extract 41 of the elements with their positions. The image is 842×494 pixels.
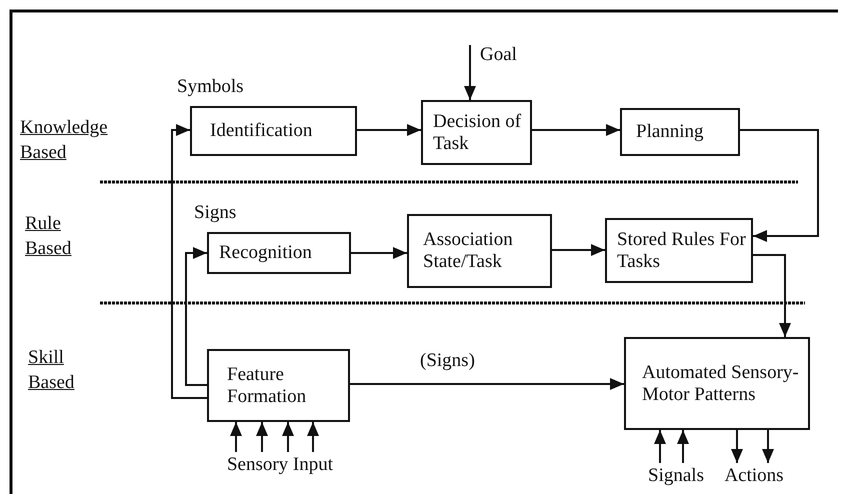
arrow (654, 430, 666, 463)
process-box (624, 337, 810, 430)
process-box (421, 100, 532, 165)
side-label: Symbols (177, 76, 244, 98)
level-label: Rule Based (25, 212, 72, 261)
level-label: Skill Based (28, 346, 76, 395)
arrow (307, 422, 319, 452)
arrow (256, 422, 268, 452)
process-box (605, 218, 753, 283)
box-text: Feature Formation (227, 364, 308, 408)
box-text: Association State/Task (423, 229, 514, 273)
box-text: Stored Rules For Tasks (617, 228, 747, 272)
process-box (207, 349, 350, 422)
arrow (230, 422, 242, 452)
arrow (762, 430, 774, 463)
arrow (351, 247, 407, 259)
process-box (620, 108, 740, 156)
arrow (677, 430, 689, 463)
box-text: Sensory Input (226, 454, 334, 476)
arrow (464, 45, 476, 100)
arrow (753, 254, 791, 337)
level-label: Knowledge Based (20, 116, 109, 165)
arrow (731, 430, 743, 463)
side-label: Signs (194, 202, 236, 224)
box-text: Planning (636, 121, 704, 143)
arrow (532, 124, 620, 136)
arrow (350, 378, 624, 390)
arrow (740, 129, 819, 242)
box-text: Identification (210, 120, 312, 142)
box-text: Recognition (219, 242, 312, 264)
box-text: Automated Sensory-Motor Patterns (642, 362, 800, 406)
arrow (357, 124, 421, 136)
arrow (171, 124, 207, 399)
box-text: Actions (724, 465, 784, 487)
arrow (185, 247, 207, 386)
arrow (282, 422, 294, 452)
box-text: Decision of Task (433, 110, 522, 154)
edge-label: (Signs) (418, 350, 477, 371)
arrow (552, 244, 605, 256)
box-text: Signals (648, 465, 704, 487)
process-box (407, 214, 552, 288)
